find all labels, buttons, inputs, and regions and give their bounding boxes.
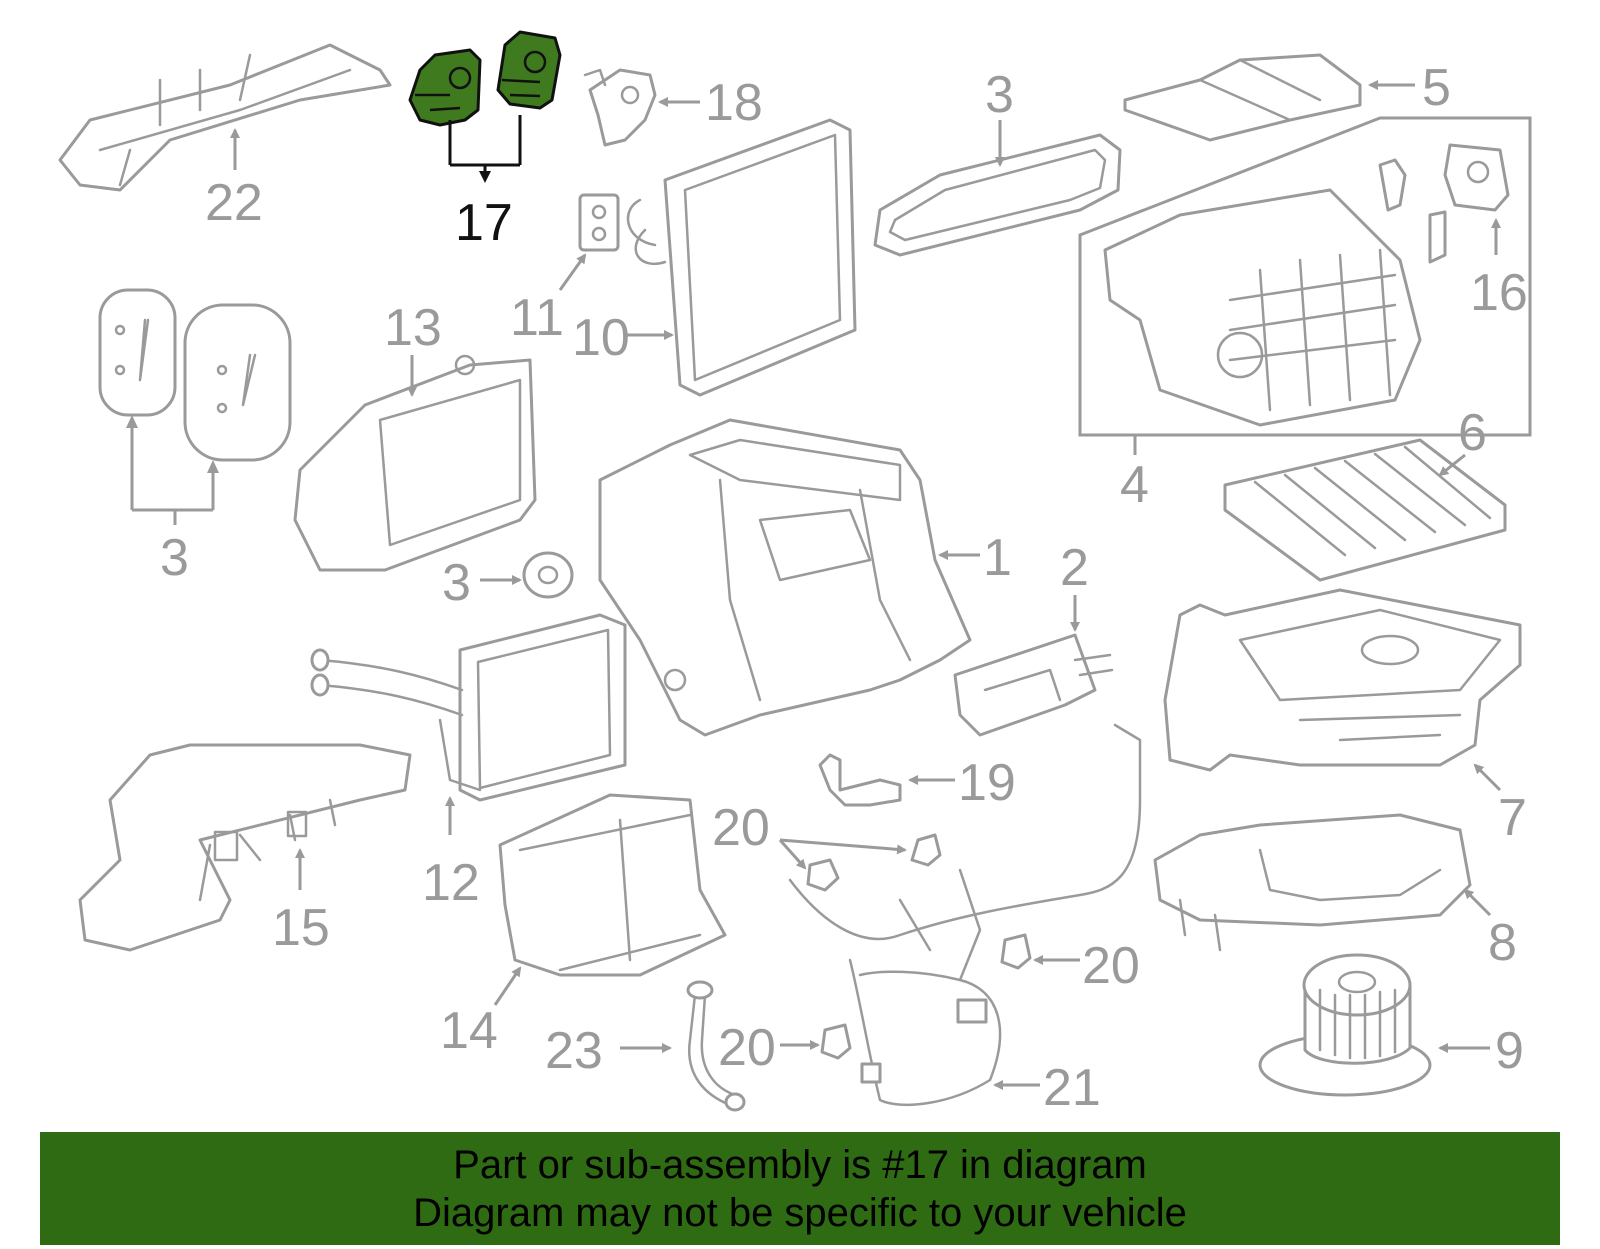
part-5-cover (1123, 53, 1362, 142)
part-4-box (1078, 116, 1532, 437)
part-22-duct (58, 43, 392, 192)
part-11-valve (578, 193, 620, 252)
callout-22: 22 (205, 174, 263, 232)
part-3-seal-top (873, 133, 1122, 257)
part-9-blower-motor (1258, 953, 1432, 1097)
part-14-housing (498, 793, 727, 977)
callout-7: 7 (1498, 789, 1527, 847)
callout-19: 19 (958, 754, 1016, 812)
callout-20a-leader (778, 838, 907, 870)
part-10-evaporator (626, 118, 857, 397)
part-17-actuators (408, 30, 562, 127)
callout-7-leader (1473, 763, 1502, 792)
part-3-seals-left (98, 288, 292, 462)
callout-17: 17 (455, 194, 513, 252)
callout-4: 4 (1120, 456, 1149, 514)
callout-20c: 20 (718, 1019, 776, 1077)
part-7-blower-housing (1163, 588, 1522, 772)
callout-5: 5 (1422, 59, 1451, 117)
callout-3b-leader (126, 415, 219, 525)
part-12-heater-core (310, 613, 627, 802)
part-19-sensor (818, 753, 902, 807)
callout-15: 15 (272, 899, 330, 957)
part-6-filter (1223, 438, 1507, 582)
callout-6-leader (1438, 453, 1466, 477)
part-1-hvac-housing (598, 418, 972, 737)
callout-16: 16 (1470, 264, 1528, 322)
banner-line-1: Part or sub-assembly is #17 in diagram (453, 1142, 1147, 1187)
part-15-duct (78, 743, 412, 952)
callout-11: 11 (510, 289, 564, 347)
callout-6: 6 (1458, 404, 1487, 462)
callout-12: 12 (422, 854, 480, 912)
callout-3b: 3 (160, 529, 189, 587)
callout-20a: 20 (712, 799, 770, 857)
callout-17-leader (448, 115, 522, 180)
callout-23: 23 (545, 1022, 603, 1080)
callout-3a: 3 (985, 66, 1014, 124)
part-16-actuator (1378, 143, 1510, 264)
callout-2: 2 (1060, 539, 1089, 597)
part-3-grommet (522, 551, 574, 599)
callout-18: 18 (705, 74, 763, 132)
part-8-blower-lower (1153, 813, 1472, 952)
part-13-frame (293, 354, 537, 572)
part-21-harness (788, 723, 1142, 1106)
callout-20b: 20 (1082, 937, 1140, 995)
callout-8-leader (1463, 888, 1492, 917)
banner-line-2: Diagram may not be specific to your vehi… (413, 1190, 1187, 1235)
callout-11-leader (558, 253, 587, 291)
callout-1: 1 (983, 529, 1012, 587)
part-2-module (953, 633, 1114, 737)
part-4-housing (1103, 188, 1422, 427)
part-23-hose (686, 980, 746, 1112)
callout-9: 9 (1495, 1022, 1524, 1080)
callout-14-leader (493, 966, 522, 1006)
callout-8: 8 (1488, 914, 1517, 972)
callout-10: 10 (572, 309, 630, 367)
callout-21: 21 (1043, 1059, 1101, 1117)
callout-13: 13 (384, 299, 442, 357)
part-18-sensor (583, 68, 657, 147)
callout-14: 14 (440, 1002, 498, 1060)
info-banner: Part or sub-assembly is #17 in diagram D… (40, 1132, 1560, 1245)
callout-3c: 3 (442, 554, 471, 612)
part-20-sensors (806, 833, 1032, 1060)
